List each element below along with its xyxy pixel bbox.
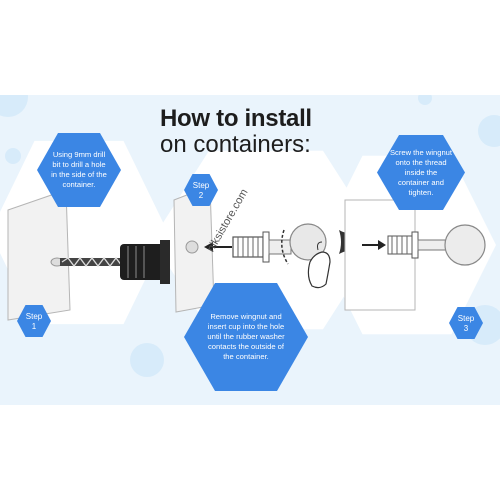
step2-badge bbox=[184, 174, 218, 206]
decor-bubble bbox=[478, 115, 500, 147]
step2-label: Step 2 bbox=[192, 181, 210, 200]
step2-text: Remove wingnut and insert cup into the h… bbox=[207, 312, 285, 361]
step1-label: Step 1 bbox=[25, 312, 43, 331]
step1-text: Using 9mm drill bit to drill a hole in t… bbox=[51, 150, 107, 189]
page-title: How to install bbox=[160, 105, 312, 132]
step1-badge bbox=[17, 305, 51, 337]
tighten-arrow-icon bbox=[362, 240, 386, 250]
step3-label: Step 3 bbox=[457, 314, 475, 333]
decor-bubble bbox=[418, 95, 432, 105]
decor-bubble bbox=[0, 95, 28, 117]
insert-arrow-icon bbox=[204, 242, 232, 252]
drill-icon bbox=[120, 240, 170, 284]
installed-cup-icon bbox=[387, 224, 486, 266]
page-subtitle: on containers: bbox=[160, 131, 311, 158]
decor-bubble bbox=[130, 343, 164, 377]
step3-text: Screw the wingnut onto the thread inside… bbox=[389, 147, 453, 197]
hand-icon bbox=[307, 241, 331, 289]
drill-hole-2 bbox=[185, 240, 199, 254]
cup-screw-icon bbox=[232, 223, 327, 265]
drill-bit-icon bbox=[60, 256, 123, 268]
container-wall-3 bbox=[344, 199, 416, 311]
container-wall-1 bbox=[7, 189, 71, 321]
decor-bubble bbox=[5, 148, 21, 164]
